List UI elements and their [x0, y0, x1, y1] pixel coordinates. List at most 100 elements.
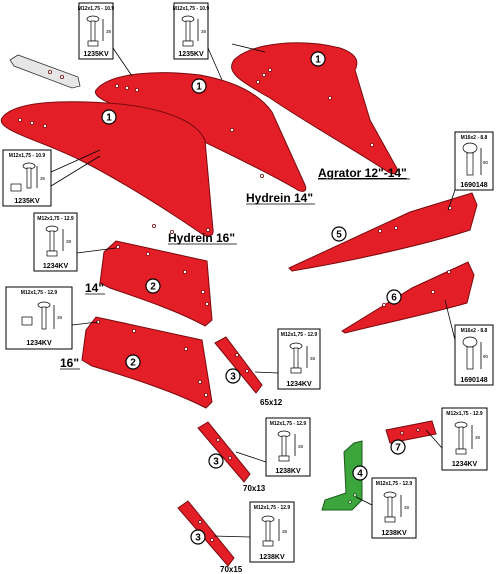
svg-text:90: 90	[483, 160, 489, 165]
nut-icon	[10, 183, 22, 192]
bolt-shank-icon	[281, 435, 287, 457]
svg-text:1234KV: 1234KV	[26, 340, 52, 347]
callout-4: 4	[352, 465, 368, 481]
mouldboard-agrator	[231, 42, 398, 175]
bolt-box-6: M12x1,75 - 12.9 38 1234KV	[5, 286, 73, 350]
bracket-green	[321, 440, 363, 511]
bolt-shank-icon	[387, 496, 393, 518]
svg-text:1: 1	[196, 82, 202, 93]
label-share-16: 16"	[60, 356, 79, 370]
bolt-box-8: M16x2 - 8.8 90 1690148	[454, 324, 494, 386]
nut-icon	[278, 455, 290, 462]
bolt-shank-icon	[49, 230, 55, 252]
plate-7	[385, 420, 437, 444]
svg-text:M12x1,75 - 12.9: M12x1,75 - 12.9	[21, 290, 58, 296]
bolt-head-icon	[462, 336, 478, 348]
svg-text:2: 2	[130, 358, 136, 369]
callout-3-70x13: 3	[208, 453, 224, 469]
svg-text:M16x2 - 8.8: M16x2 - 8.8	[461, 135, 488, 141]
svg-text:2: 2	[150, 282, 156, 293]
nut-icon	[21, 316, 33, 326]
svg-text:38: 38	[282, 529, 288, 534]
bolt-box-4: M16x2 - 8.8 90 1690148	[454, 131, 494, 191]
svg-text:7: 7	[395, 443, 401, 454]
callout-1-hydrein14: 1	[191, 78, 207, 94]
bolt-box-12: M12x1,75 - 12.9 38 1238KV	[249, 501, 295, 563]
nut-icon	[290, 367, 302, 374]
svg-text:38: 38	[404, 505, 410, 510]
svg-text:M16x2 - 8.8: M16x2 - 8.8	[461, 328, 488, 334]
svg-text:3: 3	[230, 372, 236, 383]
svg-text:M12x1,75 - 12.9: M12x1,75 - 12.9	[254, 505, 291, 511]
callout-3-65x12: 3	[225, 368, 241, 384]
label-share-14: 14"	[85, 281, 104, 295]
nut-icon	[182, 40, 194, 47]
nut-icon	[455, 448, 467, 455]
svg-text:1: 1	[106, 113, 112, 124]
svg-text:4: 4	[357, 469, 363, 480]
svg-text:M12x1,75 - 12.9: M12x1,75 - 12.9	[37, 216, 74, 222]
bolt-shank-icon	[466, 346, 474, 370]
callout-2-16: 2	[125, 354, 141, 370]
nut-icon	[46, 250, 58, 257]
point-70x13	[197, 421, 251, 483]
bolt-box-3: M12x1,75 - 10.9 35 1235KV	[2, 149, 52, 207]
bolt-shank-icon	[41, 306, 47, 330]
leader-lines	[50, 43, 456, 538]
bolt-shank-icon	[90, 20, 96, 42]
label-agrator: Agrator 12"-14"	[318, 166, 407, 180]
svg-text:1238KV: 1238KV	[275, 468, 301, 475]
bolt-box-7: M12x1,75 - 12.9 38 1234KV	[277, 328, 321, 390]
svg-text:1234KV: 1234KV	[286, 381, 312, 388]
svg-text:1235KV: 1235KV	[178, 51, 204, 58]
bolt-box-10: M12x1,75 - 12.9 38 1234KV	[441, 407, 488, 471]
bolt-box-2: M12x1,75 - 10.9 38 1235KV	[173, 2, 209, 60]
callout-1-agrator: 1	[310, 51, 326, 67]
bolt-shank-icon	[26, 167, 32, 189]
svg-text:35: 35	[40, 176, 46, 181]
svg-text:1: 1	[315, 55, 321, 66]
svg-text:1234KV: 1234KV	[452, 461, 478, 468]
svg-text:38: 38	[310, 356, 316, 361]
landside-bar	[9, 54, 81, 89]
label-hydrein-16: Hydrein 16"	[168, 231, 235, 245]
svg-text:1234KV: 1234KV	[43, 263, 69, 270]
bolt-shank-icon	[265, 520, 271, 542]
svg-text:38: 38	[298, 444, 304, 449]
nut-icon	[384, 516, 396, 523]
svg-text:1235KV: 1235KV	[14, 198, 40, 205]
callout-2-14: 2	[145, 278, 161, 294]
svg-text:1690148: 1690148	[460, 182, 487, 189]
svg-text:1238KV: 1238KV	[259, 554, 285, 561]
callout-3-70x15: 3	[190, 529, 206, 545]
svg-text:38: 38	[66, 239, 72, 244]
svg-text:5: 5	[336, 230, 342, 241]
svg-text:1235KV: 1235KV	[83, 51, 109, 58]
point-65x12	[214, 336, 263, 394]
bolt-shank-icon	[293, 347, 299, 369]
bolt-box-9: M12x1,75 - 12.9 38 1238KV	[265, 417, 311, 477]
svg-text:M12x1,75 - 12.9: M12x1,75 - 12.9	[270, 421, 307, 427]
bolt-box-5: M12x1,75 - 12.9 38 1234KV	[33, 212, 78, 272]
mouldboard-hydrein-16	[0, 101, 214, 237]
svg-text:38: 38	[475, 435, 481, 440]
callout-6: 6	[386, 289, 402, 305]
label-70x13: 70x13	[243, 484, 266, 493]
bolt-shank-icon	[466, 152, 474, 176]
wing-6	[341, 261, 475, 334]
svg-text:38: 38	[106, 29, 112, 34]
svg-text:M12x1,75 - 10.9: M12x1,75 - 10.9	[9, 153, 46, 159]
svg-text:3: 3	[213, 457, 219, 468]
wing-5	[288, 192, 478, 272]
svg-text:1238KV: 1238KV	[381, 530, 407, 537]
svg-text:90: 90	[483, 354, 489, 359]
svg-text:M12x1,75 - 10.9: M12x1,75 - 10.9	[78, 6, 115, 12]
bolt-box-1: M12x1,75 - 10.9 38 1235KV	[78, 2, 115, 60]
point-70x15	[177, 500, 235, 567]
share-16	[81, 316, 213, 409]
nut-icon	[262, 540, 274, 547]
bolt-box-11: M12x1,75 - 12.9 38 1238KV	[371, 477, 417, 539]
bolt-shank-icon	[185, 20, 191, 42]
callout-5: 5	[331, 226, 347, 242]
